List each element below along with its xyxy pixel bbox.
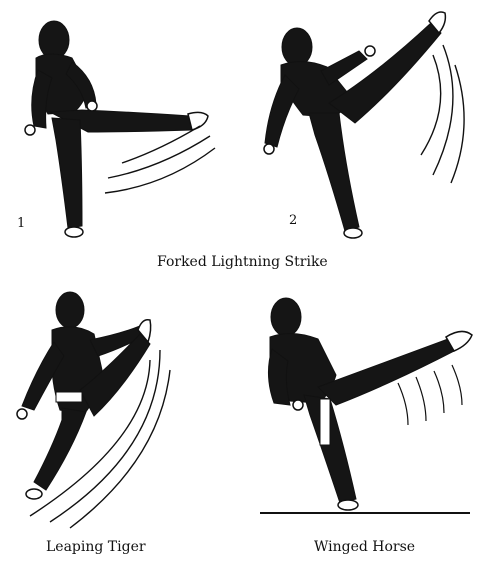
caption-leaping-tiger: Leaping Tiger bbox=[46, 539, 146, 555]
illustration-forked-lightning-step-1 bbox=[10, 8, 225, 243]
martial-artist-high-kick-figure bbox=[263, 11, 465, 239]
caption-winged-horse: Winged Horse bbox=[314, 539, 416, 555]
step-number-2: 2 bbox=[289, 213, 298, 228]
caption-forked-lightning-strike: Forked Lightning Strike bbox=[157, 254, 328, 270]
martial-artist-leaping-kick-figure bbox=[16, 291, 171, 529]
illustration-leaping-tiger bbox=[10, 290, 180, 535]
step-number-1: 1 bbox=[17, 216, 26, 231]
illustration-winged-horse bbox=[258, 295, 483, 525]
illustration-forked-lightning-step-2 bbox=[255, 5, 480, 245]
martial-artist-side-kick-figure bbox=[24, 20, 216, 238]
martial-artist-back-kick-figure bbox=[260, 297, 473, 514]
